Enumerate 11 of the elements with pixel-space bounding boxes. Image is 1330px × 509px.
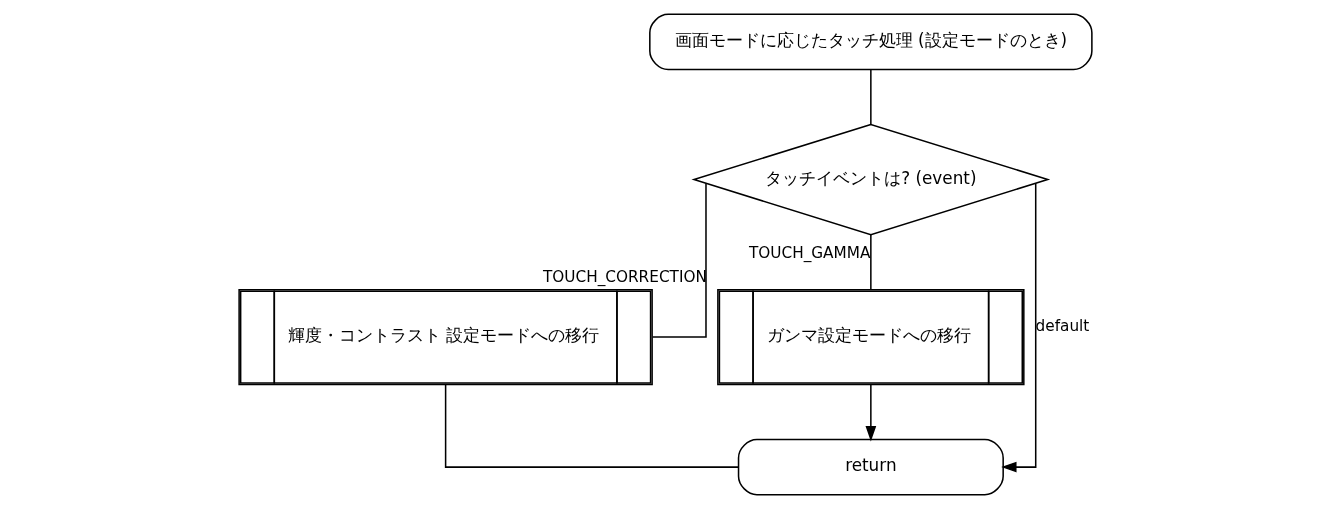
connector — [651, 182, 707, 338]
edge-label: TOUCH_GAMMA — [748, 243, 870, 262]
node-box: 画面モードに応じたタッチ処理 (設定モードのとき) — [648, 13, 1093, 71]
arrow — [1000, 182, 1036, 473]
arrow — [865, 384, 876, 442]
node-diamond: タッチイベントは? (event) — [690, 123, 1050, 236]
edge-label: default — [1035, 316, 1089, 335]
connector — [869, 68, 872, 126]
connector — [444, 384, 739, 468]
node-box: return — [737, 438, 1004, 496]
connector — [869, 233, 872, 291]
